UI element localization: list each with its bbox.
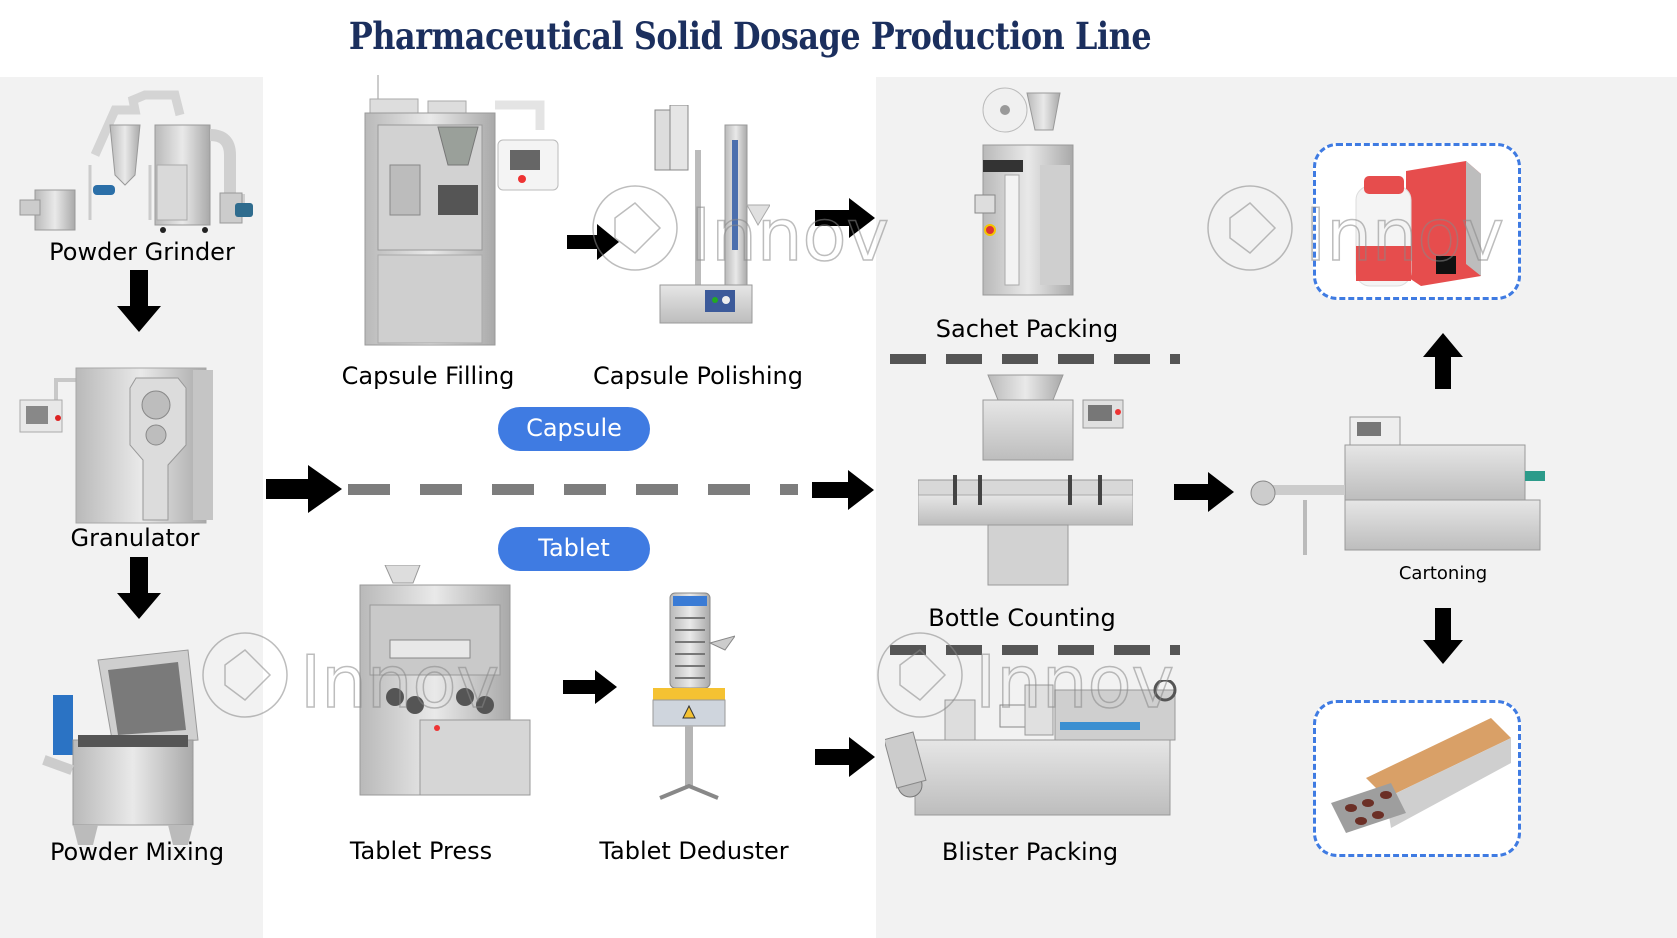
product-bottle-box xyxy=(1313,143,1521,300)
cartoning-machine-icon xyxy=(1250,416,1545,555)
step-label-powder-grinder: Powder Grinder xyxy=(49,238,235,266)
arrow-right-icon xyxy=(567,224,619,260)
step-label-granulator: Granulator xyxy=(70,524,200,552)
tablet-deduster-machine-icon xyxy=(652,592,735,800)
packaging-separator xyxy=(890,354,1180,364)
arrow-right-icon xyxy=(812,470,874,510)
capsule-filling-machine-icon xyxy=(364,75,559,346)
flow-dashed-line xyxy=(348,484,798,495)
arrow-down-icon xyxy=(1423,608,1463,664)
step-label-blister-packing: Blister Packing xyxy=(941,838,1119,866)
tablet-press-machine-icon xyxy=(359,565,531,796)
arrow-up-icon xyxy=(1423,333,1463,389)
arrow-right-icon xyxy=(563,670,617,704)
arrow-right-icon xyxy=(815,737,875,777)
arrow-down-icon xyxy=(117,270,161,332)
bottle-counting-machine-icon xyxy=(918,374,1133,586)
bottle-box-product-icon xyxy=(1355,161,1481,287)
capsule-polishing-machine-icon xyxy=(654,105,770,324)
granulator-machine-icon xyxy=(19,367,213,524)
packaging-separator xyxy=(890,645,1180,655)
step-label-tablet-press: Tablet Press xyxy=(349,837,493,865)
powder-grinder-machine-icon xyxy=(19,90,253,233)
arrow-right-icon xyxy=(815,198,875,238)
step-label-bottle-counting: Bottle Counting xyxy=(928,604,1116,632)
step-label-powder-mixing: Powder Mixing xyxy=(49,838,225,866)
branch-tag-capsule: Capsule xyxy=(498,407,650,451)
step-label-capsule-filling: Capsule Filling xyxy=(341,362,515,390)
step-label-sachet-packing: Sachet Packing xyxy=(935,315,1119,343)
powder-mixer-machine-icon xyxy=(42,649,199,845)
blister-carton-product-icon xyxy=(1331,718,1511,833)
sachet-packing-machine-icon xyxy=(974,87,1074,296)
step-label-tablet-deduster: Tablet Deduster xyxy=(599,837,789,865)
product-blister-carton xyxy=(1313,700,1521,857)
page-title: Pharmaceutical Solid Dosage Production L… xyxy=(348,14,1152,58)
branch-tag-tablet: Tablet xyxy=(498,527,650,571)
arrow-right-icon xyxy=(266,465,342,513)
arrow-down-icon xyxy=(117,557,161,619)
blister-packing-machine-icon xyxy=(885,680,1177,816)
arrow-right-icon xyxy=(1174,472,1234,512)
step-label-capsule-polishing: Capsule Polishing xyxy=(593,362,803,390)
step-label-cartoning: Cartoning xyxy=(1398,563,1488,584)
